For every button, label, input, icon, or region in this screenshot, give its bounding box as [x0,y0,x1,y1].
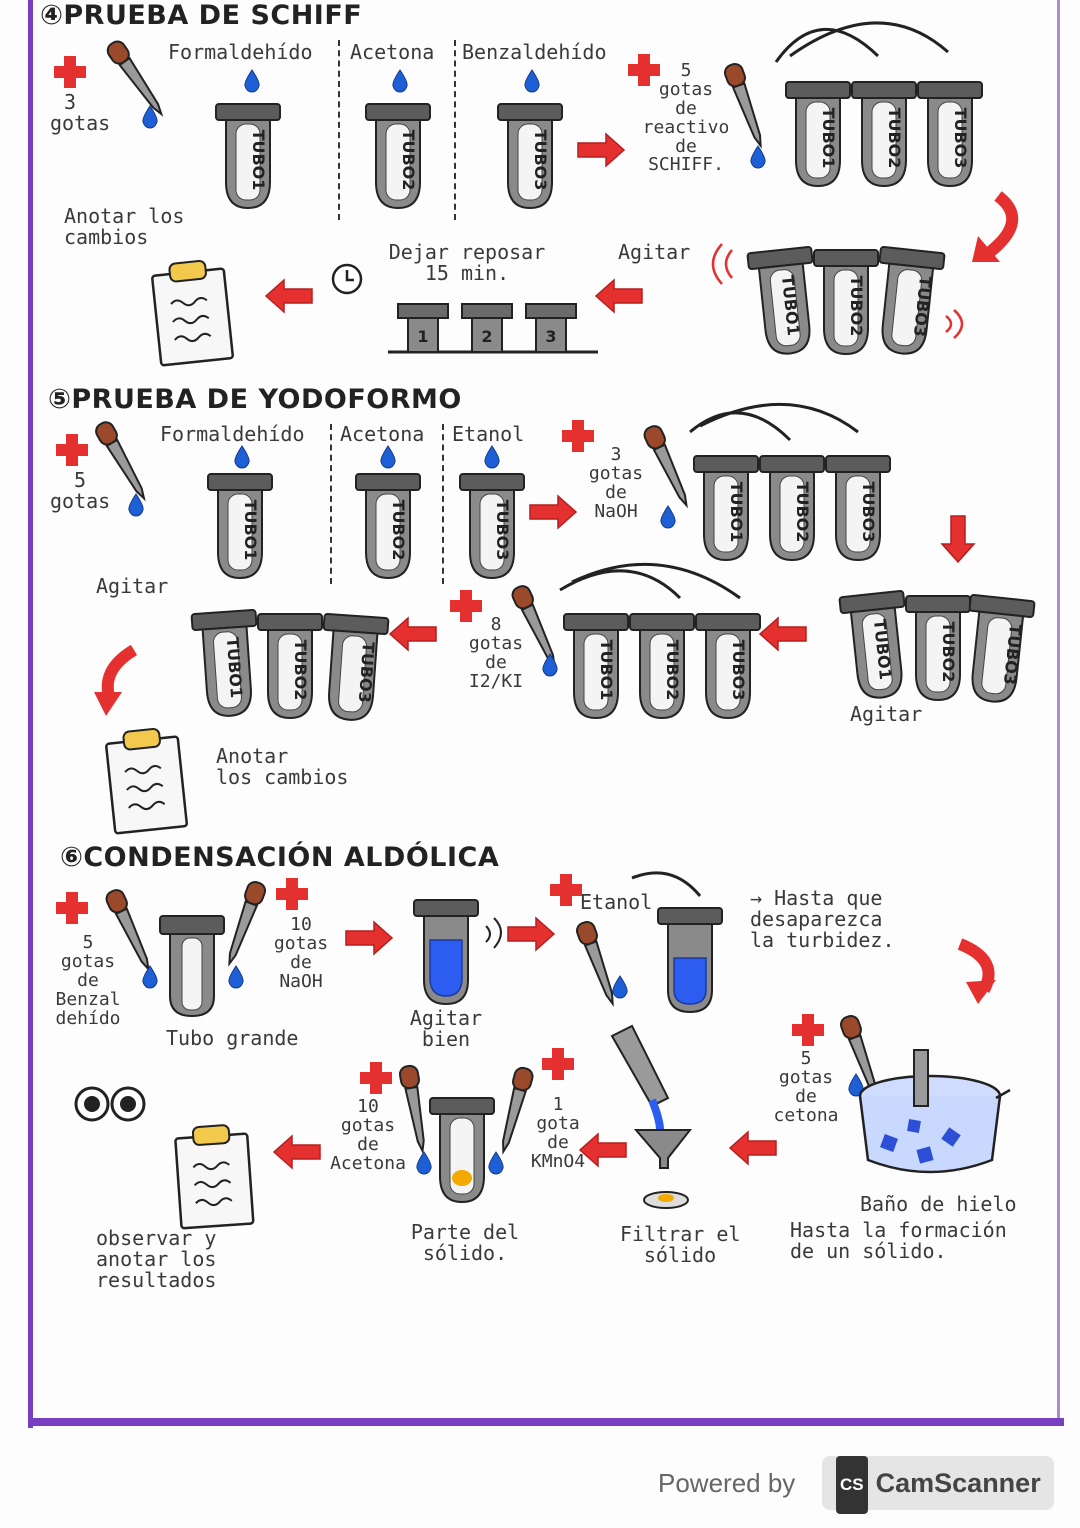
s6-parte-label: Parte del sólido. [410,1220,520,1265]
s5-tube2e-label: TUBO2 [291,640,310,701]
s5-iodine-label: 8 gotas de I2/KI [468,614,524,692]
s4-agitar-label: Agitar [618,240,691,264]
s6-big-tube [159,915,225,1018]
s5-tube1-label: TUBO1 [241,500,260,561]
s4-tube2c-label: TUBO2 [847,276,866,337]
eyes-icon [74,1086,146,1122]
s5-title: ⑤PRUEBA DE YODOFORMO [48,384,462,415]
s4-tube3-label: TUBO3 [531,130,550,191]
powered-by-text: Powered by [658,1468,796,1498]
s6-transfer-arrow [631,871,702,897]
s5-tube3-label: TUBO3 [493,500,512,561]
s5-anotar-label: Anotar los cambios [216,744,349,789]
funnel-icon [610,1024,693,1209]
s4-col-formaldehido: Formaldehído [168,40,313,64]
s4-tube1b-label: TUBO1 [819,108,838,169]
s6-acetona-label: 10 gotas de Acetona [330,1096,406,1174]
s5-transfer-arrow-2 [699,403,859,434]
s5-separator-1 [330,424,332,584]
s4-tube1c-label: TUBO1 [778,274,803,336]
s5-tube3c-label: TUBO3 [1000,623,1025,685]
s5-gotas-label: 5 gotas [50,468,111,513]
s5-tube3e-label: TUBO3 [355,641,378,703]
s4-anotar-label: Anotar los cambios [64,204,185,249]
s4-curve-arrow-head [972,236,1000,262]
s4-shake-marks-left [711,243,733,285]
s5-tube1c-label: TUBO1 [870,618,895,680]
s5-tube3b-label: TUBO3 [859,482,878,543]
s5-agitar-right-label: Agitar [850,702,923,726]
s4-tube1-label: TUBO1 [249,130,268,191]
s6-naoh-label: 10 gotas de NaOH [273,914,329,992]
s6-hasta-solido-label: Hasta la formación de un sólido. [790,1218,1007,1263]
s4-reagent-label: 5 gotas de reactivo de SCHIFF. [642,60,730,176]
page-frame-left [28,0,33,1428]
s5-naoh-label: 3 gotas de NaOH [588,444,644,522]
s5-tube2-label: TUBO2 [389,500,408,561]
s5-transfer-arrow-4 [571,562,741,600]
s5-tube2b-label: TUBO2 [793,482,812,543]
s4-shake-marks-right [945,309,964,339]
s4-tube2-label: TUBO2 [399,130,418,191]
s6-shake-marks-1 [485,917,502,949]
page-frame-right [1057,0,1060,1426]
s5-col-etanol: Etanol [452,422,525,446]
s4-separator-2 [454,40,456,220]
s5-curve-arrow-head [94,692,122,716]
s6-tube-solid [429,1097,495,1203]
camscanner-brand: CamScanner [875,1468,1041,1499]
s5-tube1b-label: TUBO1 [727,482,746,543]
s4-col-benzaldehido: Benzaldehído [462,40,607,64]
s4-rack-3: 3 [545,327,556,346]
s6-bano-label: Baño de hielo [860,1192,1017,1216]
s4-tube3b-label: TUBO3 [951,108,970,169]
s4-rack [388,303,598,354]
s6-tube-blue-1 [413,899,479,1006]
s4-curve-arrow [986,191,1019,257]
s4-transfer-arrow-2 [789,21,949,58]
s6-observar-label: observar y anotar los resultados [96,1226,217,1292]
s6-benzaldehido-label: 5 gotas de Benzal dehído [55,932,121,1029]
s5-col-formaldehido: Formaldehído [160,422,305,446]
s4-col-acetona: Acetona [350,40,435,64]
s4-transfer-arrow-1 [774,28,880,63]
s6-tube-blue-2 [657,907,723,1014]
s6-hasta-label: → Hasta que desaparezca la turbidez. [750,886,895,952]
camscanner-logo-icon: CS [836,1456,868,1514]
s5-tube1e-label: TUBO1 [223,637,246,699]
s4-separator-1 [338,40,340,220]
s5-tube3d-label: TUBO3 [729,640,748,701]
s6-title: ⑥CONDENSACIÓN ALDÓLICA [60,842,500,873]
s5-col-acetona: Acetona [340,422,425,446]
s5-agitar-left-label: Agitar [96,574,169,598]
s4-rack-2: 2 [481,327,492,346]
page-frame-bottom [28,1418,1064,1426]
s6-curve-arrow-head [966,980,996,1004]
s5-tube2c-label: TUBO2 [939,622,958,683]
s4-rack-1: 1 [417,327,428,346]
s4-reposar-label: Dejar reposar 15 min. [388,240,546,285]
s6-agitar-bien-label: Agitar bien [409,1006,483,1051]
s6-filtrar-label: Filtrar el sólido [620,1222,741,1267]
s4-tube2b-label: TUBO2 [885,108,904,169]
s5-tube2d-label: TUBO2 [663,640,682,701]
s5-tube1d-label: TUBO1 [597,640,616,701]
s5-separator-2 [442,424,444,584]
s6-tubo-grande-label: Tubo grande [166,1026,299,1050]
s6-kmno4-label: 1 gota de KMnO4 [530,1094,586,1172]
s4-title: ④PRUEBA DE SCHIFF [40,0,363,31]
ice-bath-icon [858,1049,1011,1174]
s6-cetona-label: 5 gotas de cetona [773,1048,839,1126]
s4-tube3c-label: TUBO3 [910,275,935,337]
s6-etanol-label: Etanol [580,890,653,914]
clock-icon [331,263,363,295]
